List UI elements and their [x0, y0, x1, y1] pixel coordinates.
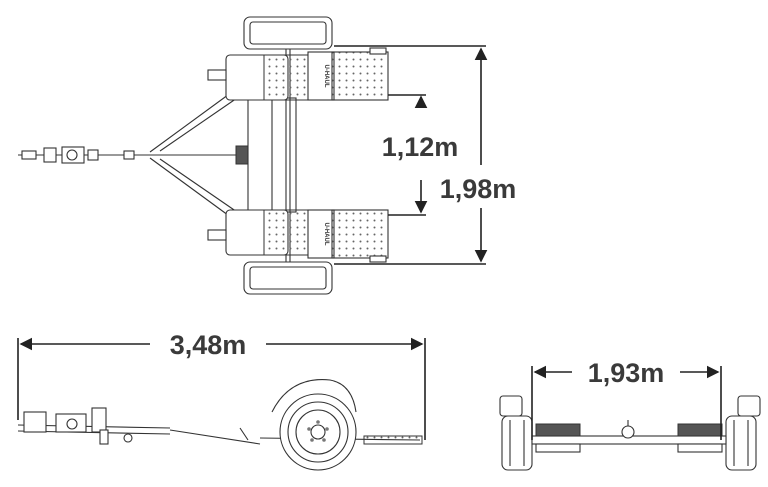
- ramp-brand-label-lower: U-HAUL: [323, 223, 329, 246]
- track-width-label: 1,93m: [588, 358, 665, 388]
- hitch-coupler: [18, 146, 250, 164]
- side-ramp: [363, 435, 423, 445]
- side-coupler: [23, 411, 47, 433]
- side-wheel: [279, 393, 357, 471]
- dimension-track-width: 1,93m: [531, 358, 722, 440]
- lower-ramp: U-HAUL: [323, 209, 389, 263]
- outer-width-label: 1,98m: [440, 174, 517, 204]
- dimension-length: 3,48m: [17, 330, 426, 440]
- upper-ramp: U-HAUL: [323, 47, 389, 101]
- top-view: U-HAUL U-HAUL: [18, 16, 389, 295]
- inner-width-label: 1,12m: [382, 132, 459, 162]
- side-view: [17, 379, 423, 471]
- length-label: 3,48m: [170, 330, 247, 360]
- side-fender: [271, 379, 357, 413]
- ramp-brand-label-upper: U-HAUL: [323, 65, 329, 88]
- dimension-outer-width: 1,98m: [334, 45, 517, 265]
- front-view: [499, 395, 761, 471]
- lower-wheel-assembly: [207, 209, 335, 295]
- upper-wheel-assembly: [207, 16, 335, 101]
- dimension-inner-width: 1,12m: [382, 94, 459, 216]
